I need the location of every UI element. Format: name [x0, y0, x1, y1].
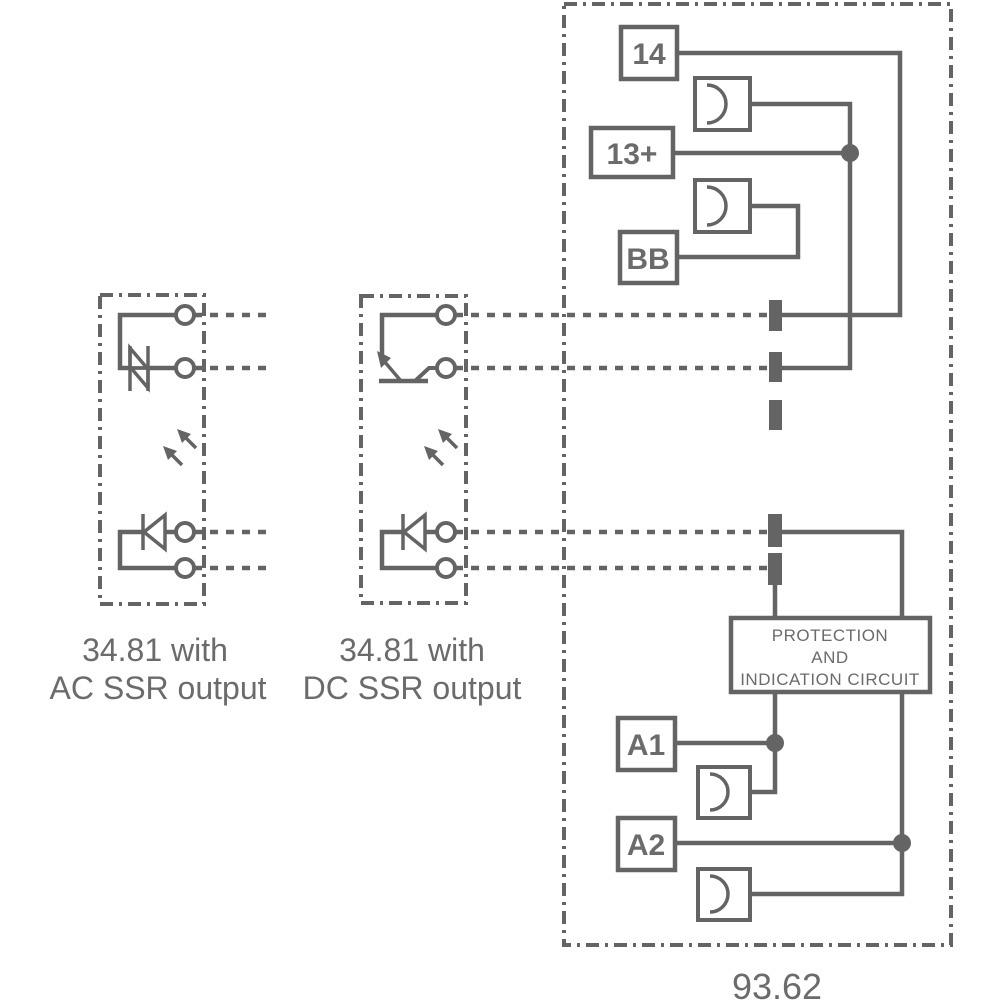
terminal-14-label: 14 [632, 38, 666, 71]
plug-in-contact-bar [769, 300, 782, 331]
light-arrows-icon [163, 429, 198, 467]
dc-ssr-module: 34.81 with DC SSR output [303, 294, 768, 706]
terminal-circle [435, 304, 457, 326]
plug-in-contact-bar [769, 352, 782, 382]
ac-ssr-caption-line1: 34.81 with [82, 632, 228, 668]
light-arrows-icon [424, 429, 459, 467]
terminal-a2-label: A2 [627, 829, 665, 862]
terminal-bb: BB [617, 229, 680, 286]
wire-14 [677, 50, 903, 318]
wire-socket-contact-1 [726, 101, 853, 371]
terminal-circle [174, 357, 196, 379]
led-diode-icon [401, 511, 437, 553]
junction-dot [841, 144, 859, 162]
terminal-circle [174, 557, 196, 579]
terminal-14: 14 [618, 24, 680, 82]
dc-ssr-caption-line1: 34.81 with [339, 632, 485, 668]
terminal-circle [174, 521, 196, 543]
socket-contact-icon [696, 765, 752, 820]
plug-in-contact-bar [769, 400, 782, 430]
transistor-icon [377, 351, 437, 384]
socket-caption: 93.62 [732, 966, 822, 1000]
led-diode-icon [141, 511, 176, 553]
protection-box-line3: INDICATION CIRCUIT [740, 670, 920, 689]
socket-contact-icon [693, 76, 752, 132]
terminal-a2: A2 [615, 815, 678, 873]
terminal-circle [435, 557, 457, 579]
wire [379, 529, 437, 571]
terminal-circle [435, 521, 457, 543]
wire [117, 529, 176, 571]
wire [379, 312, 437, 357]
wire [117, 312, 176, 371]
terminal-13-plus: 13+ [588, 125, 676, 180]
ac-ssr-module: 34.81 with AC SSR output [50, 293, 274, 706]
wire-bb [677, 203, 801, 260]
wire-contact-4 [782, 529, 905, 618]
plug-in-contact-bar [768, 553, 782, 585]
junction-dot [893, 834, 911, 852]
socket-module-93-62: 14 13+ BB A1 A2 PROTECTION AND INDICATIO… [562, 2, 953, 1000]
wire-protection-right [728, 693, 905, 897]
terminal-13-plus-label: 13+ [607, 138, 658, 171]
ac-ssr-caption-line2: AC SSR output [50, 670, 267, 706]
dc-ssr-caption-line2: DC SSR output [303, 670, 522, 706]
socket-contact-icon [693, 178, 752, 234]
triac-icon [127, 343, 151, 393]
junction-dot [766, 734, 784, 752]
terminal-a1: A1 [615, 715, 678, 773]
dc-ssr-module-border [359, 294, 468, 605]
terminal-a1-label: A1 [627, 729, 665, 762]
protection-box-line2: AND [811, 648, 848, 667]
protection-box-line1: PROTECTION [772, 626, 888, 645]
socket-contact-icon [696, 867, 752, 922]
ac-ssr-module-border [98, 293, 206, 606]
socket-module-border [562, 2, 953, 947]
terminal-circle [174, 304, 196, 326]
terminal-circle [435, 357, 457, 379]
terminal-bb-label: BB [626, 243, 669, 276]
plug-in-contact-bar [768, 514, 782, 547]
protection-circuit-box: PROTECTION AND INDICATION CIRCUIT [728, 615, 933, 695]
